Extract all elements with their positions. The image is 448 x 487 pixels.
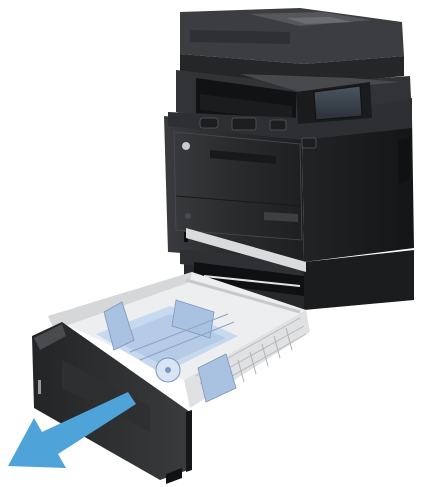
power-button-icon[interactable]	[185, 213, 191, 219]
control-button[interactable]	[269, 119, 287, 131]
paper-tray-icon[interactable]	[48, 272, 310, 408]
control-button[interactable]	[199, 117, 219, 129]
paper-guide-icon[interactable]	[171, 299, 215, 339]
paper-guide-icon[interactable]	[103, 301, 135, 351]
side-vent	[398, 138, 410, 184]
control-panel	[168, 82, 412, 149]
paper-guide-icon[interactable]	[197, 353, 237, 403]
hp-logo	[182, 142, 190, 150]
pull-arrow-icon	[8, 392, 136, 468]
control-button[interactable]	[301, 137, 317, 149]
printer-body	[164, 78, 414, 262]
control-button[interactable]	[231, 117, 257, 131]
touchscreen[interactable]	[313, 85, 363, 121]
front-door	[173, 131, 303, 241]
tray-indicator	[38, 380, 41, 394]
